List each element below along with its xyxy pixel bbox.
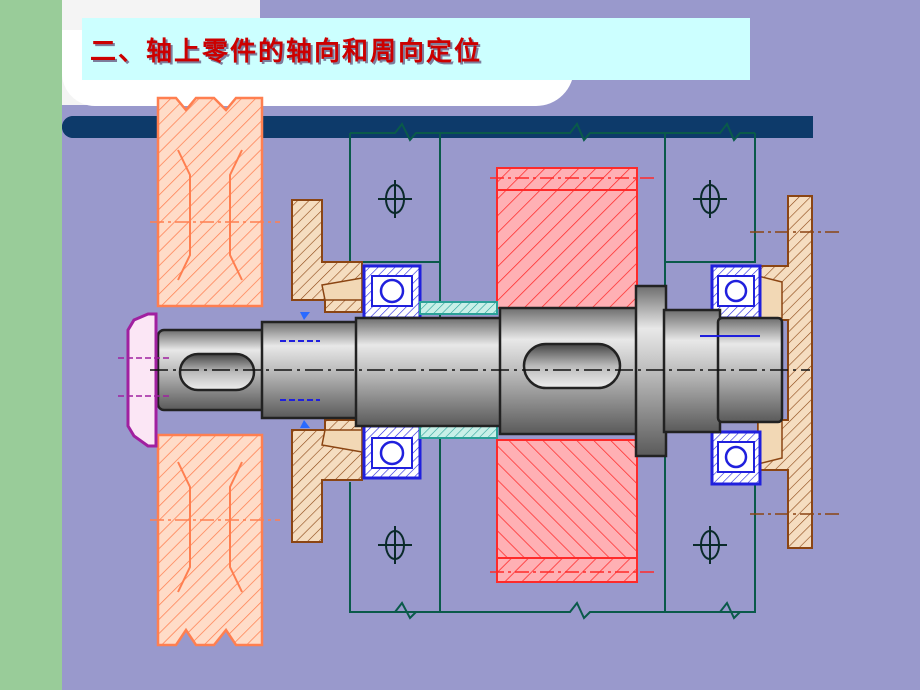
left-green-strip xyxy=(0,0,62,690)
bearing-left xyxy=(362,264,422,480)
bearing-right xyxy=(710,264,762,486)
keyway-left xyxy=(178,352,256,392)
belt-pulley xyxy=(150,96,280,647)
lock-nut xyxy=(118,312,170,448)
spacer-sleeve xyxy=(419,301,498,439)
keyway-center xyxy=(522,342,622,390)
lock-washer xyxy=(300,312,310,428)
center-line xyxy=(150,340,810,401)
end-cap-left xyxy=(291,199,363,543)
title-box: 二、轴上零件的轴向和周向定位 xyxy=(82,18,750,80)
bolt-hole-marks xyxy=(378,180,727,564)
slide-title: 二、轴上零件的轴向和周向定位 xyxy=(90,36,483,67)
spur-gear xyxy=(490,167,655,583)
